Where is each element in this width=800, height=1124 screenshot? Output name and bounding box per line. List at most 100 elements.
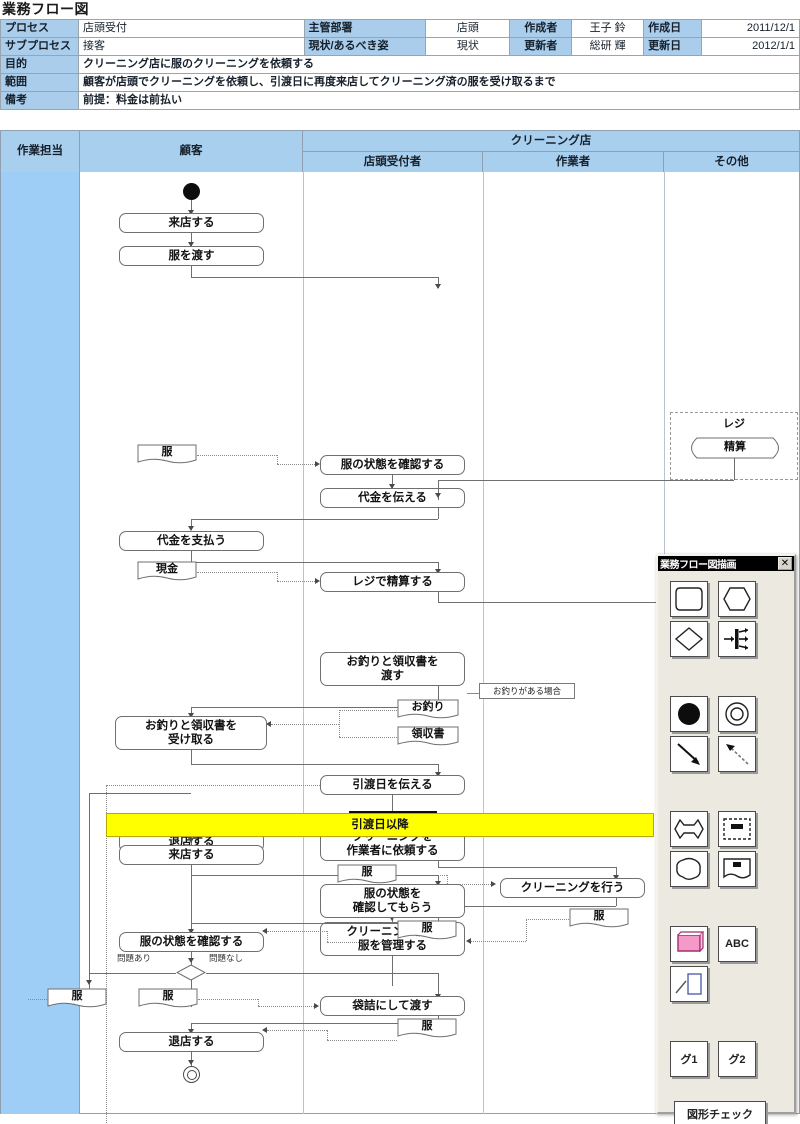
meta-value-remarks[interactable]: 前提：料金は前払い xyxy=(77,91,800,110)
connector xyxy=(191,200,192,213)
flow-node-leave-store-2[interactable]: 退店する xyxy=(119,1032,264,1052)
meta-label-author: 作成者 xyxy=(509,19,573,38)
document-label: 服 xyxy=(71,990,83,1002)
palette-button-document-shape[interactable] xyxy=(718,851,756,887)
arrow-icon xyxy=(314,1003,319,1009)
meta-value-process[interactable]: 店頭受付 xyxy=(77,19,305,38)
connector xyxy=(438,480,734,481)
palette-button-group-2[interactable]: グ2 xyxy=(718,1041,756,1077)
palette-button-diamond[interactable] xyxy=(670,621,708,657)
subprocess-group-register[interactable]: レジ 精算 xyxy=(670,412,798,480)
palette-titlebar[interactable]: 業務フロー図描画 ✕ xyxy=(658,556,794,571)
palette-button-dashed-arrow[interactable] xyxy=(718,736,756,772)
palette-button-pink-note[interactable] xyxy=(670,926,708,962)
milestone-band-delivery-date[interactable]: 引渡日以降 xyxy=(106,813,654,837)
palette-button-leader-line[interactable] xyxy=(670,966,708,1002)
close-icon[interactable]: ✕ xyxy=(778,557,792,570)
connector xyxy=(191,707,438,708)
decision-diamond[interactable] xyxy=(176,964,206,981)
data-flow-connector xyxy=(198,999,258,1000)
meta-value-subprocess[interactable]: 接客 xyxy=(77,37,305,56)
palette-button-fork-join[interactable] xyxy=(718,621,756,657)
document-clothes-6[interactable]: 服 xyxy=(138,988,198,1010)
table-row: サブプロセス 接客 現状/あるべき姿 現状 更新者 総研 輝 更新日 2012/… xyxy=(0,37,800,56)
connector xyxy=(191,1052,192,1066)
table-row: 範囲 顧客が店頭でクリーニングを依頼し、引渡日に再度来店してクリーニング済の服を… xyxy=(0,73,800,92)
document-clothes-7[interactable]: 服 xyxy=(397,1018,457,1040)
meta-value-as-is-to-be[interactable]: 現状 xyxy=(425,37,511,56)
data-flow-connector xyxy=(471,941,526,942)
arrow-icon xyxy=(86,980,92,985)
palette-button-group-1[interactable]: グ1 xyxy=(670,1041,708,1077)
flow-node-ask-check-condition[interactable]: 服の状態を 確認してもらう xyxy=(320,884,465,918)
data-flow-connector xyxy=(197,455,277,456)
flow-node-give-change-receipt[interactable]: お釣りと領収書を 渡す xyxy=(320,652,465,686)
table-row: 備考 前提：料金は前払い xyxy=(0,91,800,110)
palette-button-text-abc[interactable]: ABC xyxy=(718,926,756,962)
data-flow-connector xyxy=(339,710,397,711)
palette-button-rounded-rect[interactable] xyxy=(670,581,708,617)
flow-node-pay-price[interactable]: 代金を支払う xyxy=(119,531,264,551)
palette-button-start-node[interactable] xyxy=(670,696,708,732)
shape-check-button[interactable]: 図形チェック xyxy=(674,1101,766,1124)
document-change[interactable]: お釣り xyxy=(397,699,459,721)
arrow-icon xyxy=(188,713,194,718)
subprocess-group-title: レジ xyxy=(723,418,745,430)
meta-label-created-date: 作成日 xyxy=(643,19,703,38)
flow-node-receive-change-receipt[interactable]: お釣りと領収書を 受け取る xyxy=(115,716,267,750)
connector xyxy=(191,551,192,562)
meta-value-purpose[interactable]: クリーニング店に服のクリーニングを依頼する xyxy=(77,55,800,74)
flow-node-check-condition-2[interactable]: 服の状態を確認する xyxy=(119,932,264,952)
meta-value-created-date[interactable]: 2011/12/1 xyxy=(701,19,800,38)
document-clothes-2[interactable]: 服 xyxy=(337,864,397,886)
connector xyxy=(89,793,191,794)
flow-node-tell-delivery-date[interactable]: 引渡日を伝える xyxy=(320,775,465,795)
palette-button-end-node[interactable] xyxy=(718,696,756,732)
connector xyxy=(438,764,439,777)
data-flow-connector xyxy=(106,785,107,1124)
document-clothes-1[interactable]: 服 xyxy=(137,444,197,466)
connector xyxy=(191,707,192,717)
flow-node-visit-store-2[interactable]: 来店する xyxy=(119,845,264,865)
palette-button-dashed-group[interactable] xyxy=(718,811,756,847)
connector xyxy=(438,277,439,288)
annotation-note-when-change[interactable]: お釣りがある場合 xyxy=(479,683,575,699)
shape-palette-window[interactable]: 業務フロー図描画 ✕ xyxy=(656,554,796,1124)
meta-value-updated-date[interactable]: 2012/1/1 xyxy=(701,37,800,56)
palette-button-hexagon[interactable] xyxy=(718,581,756,617)
flow-node-settle-at-register[interactable]: レジで精算する xyxy=(320,572,465,592)
meta-value-author[interactable]: 王子 鈴 xyxy=(571,19,645,38)
data-flow-connector xyxy=(267,931,327,932)
flow-node-bag-and-hand-over[interactable]: 袋詰にして渡す xyxy=(320,996,465,1016)
data-flow-connector xyxy=(258,999,259,1006)
document-label: 服 xyxy=(162,990,174,1002)
document-receipt[interactable]: 領収書 xyxy=(397,726,459,748)
document-label: 服 xyxy=(421,922,433,934)
data-flow-connector xyxy=(28,999,47,1000)
palette-button-cloud-shape[interactable] xyxy=(670,851,708,887)
flow-node-do-cleaning[interactable]: クリーニングを行う xyxy=(500,878,645,898)
data-flow-connector xyxy=(197,572,277,573)
document-cash[interactable]: 現金 xyxy=(137,561,197,583)
arrow-icon xyxy=(435,772,441,777)
flow-node-check-clothes-condition[interactable]: 服の状態を確認する xyxy=(320,455,465,475)
palette-button-solid-arrow[interactable] xyxy=(670,736,708,772)
meta-value-scope[interactable]: 顧客が店頭でクリーニングを依頼し、引渡日に再度来店してクリーニング済の服を受け取… xyxy=(77,73,800,92)
palette-button-double-arrow[interactable] xyxy=(670,811,708,847)
flow-node-visit-store[interactable]: 来店する xyxy=(119,213,264,233)
document-clothes-4[interactable]: 服 xyxy=(397,920,457,942)
document-clothes-5[interactable]: 服 xyxy=(47,988,107,1010)
connector xyxy=(616,898,617,906)
meta-value-updater[interactable]: 総研 輝 xyxy=(571,37,645,56)
meta-value-department[interactable]: 店頭 xyxy=(425,19,511,38)
connector xyxy=(438,875,439,886)
connector xyxy=(392,956,393,986)
palette-body: ABC グ1 グ2 図形チェック xyxy=(658,571,794,1124)
document-clothes-3[interactable]: 服 xyxy=(569,908,629,930)
data-flow-connector xyxy=(339,710,340,737)
flow-node-hand-over-clothes[interactable]: 服を渡す xyxy=(119,246,264,266)
spacer xyxy=(320,610,326,612)
document-label: 現金 xyxy=(156,563,178,575)
lane-group-shop: クリーニング店 xyxy=(302,130,800,152)
flow-node-tell-price[interactable]: 代金を伝える xyxy=(320,488,465,508)
